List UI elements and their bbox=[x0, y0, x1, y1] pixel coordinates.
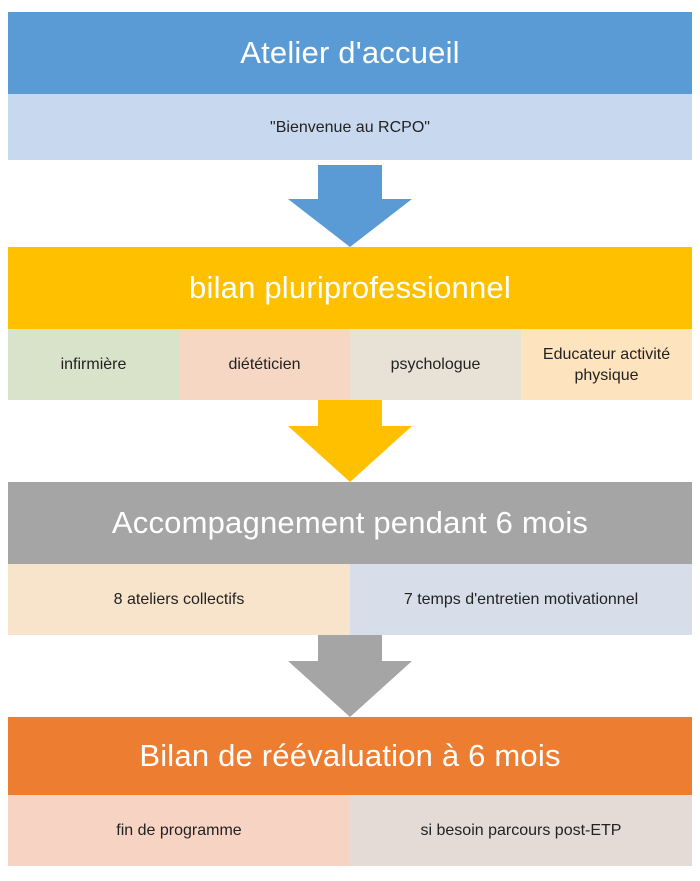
step-1-detail-welcome: "Bienvenue au RCPO" bbox=[8, 94, 692, 160]
step-3-title: Accompagnement pendant 6 mois bbox=[111, 505, 589, 540]
step-2-detail-nurse: infirmière bbox=[8, 329, 179, 400]
arrow-down-icon bbox=[288, 635, 412, 717]
step-4-header: Bilan de réévaluation à 6 mois bbox=[8, 717, 692, 795]
down-arrow-2 bbox=[8, 400, 692, 482]
step-3-header: Accompagnement pendant 6 mois bbox=[8, 482, 692, 564]
step-2-header: bilan pluriprofessionnel bbox=[8, 247, 692, 329]
step-4-details: fin de programme si besoin parcours post… bbox=[8, 795, 692, 866]
step-2-detail-label: Educateur activité physique bbox=[542, 345, 671, 384]
step-4-detail-end: fin de programme bbox=[8, 795, 350, 866]
step-4-detail-post-etp: si besoin parcours post-ETP bbox=[350, 795, 692, 866]
step-2-detail-educator: Educateur activité physique bbox=[521, 329, 692, 400]
step-3-detail-label: 7 temps d'entretien motivationnel bbox=[403, 591, 639, 608]
step-3-detail-workshops: 8 ateliers collectifs bbox=[8, 564, 350, 635]
step-2-details: infirmière diététicien psychologue Educa… bbox=[8, 329, 692, 400]
step-1-detail-label: "Bienvenue au RCPO" bbox=[270, 118, 430, 136]
step-2-detail-label: diététicien bbox=[228, 356, 301, 373]
step-2-detail-psychologist: psychologue bbox=[350, 329, 521, 400]
step-4-title: Bilan de réévaluation à 6 mois bbox=[139, 738, 561, 773]
step-2-detail-label: psychologue bbox=[390, 356, 481, 373]
step-1-header: Atelier d'accueil bbox=[8, 12, 692, 94]
arrow-down-icon bbox=[288, 400, 412, 482]
step-2-detail-label: infirmière bbox=[60, 356, 127, 373]
down-arrow-3 bbox=[8, 635, 692, 717]
down-arrow-1 bbox=[8, 165, 692, 247]
step-3-detail-interviews: 7 temps d'entretien motivationnel bbox=[350, 564, 692, 635]
step-4-detail-label: fin de programme bbox=[116, 822, 242, 839]
arrow-down-icon bbox=[288, 165, 412, 247]
step-1-title: Atelier d'accueil bbox=[240, 35, 460, 70]
step-3-detail-label: 8 ateliers collectifs bbox=[113, 591, 245, 608]
step-2-detail-dietitian: diététicien bbox=[179, 329, 350, 400]
step-3-details: 8 ateliers collectifs 7 temps d'entretie… bbox=[8, 564, 692, 635]
step-2-title: bilan pluriprofessionnel bbox=[189, 270, 511, 305]
step-1-details: "Bienvenue au RCPO" bbox=[8, 94, 692, 160]
step-4-detail-label: si besoin parcours post-ETP bbox=[420, 822, 622, 839]
